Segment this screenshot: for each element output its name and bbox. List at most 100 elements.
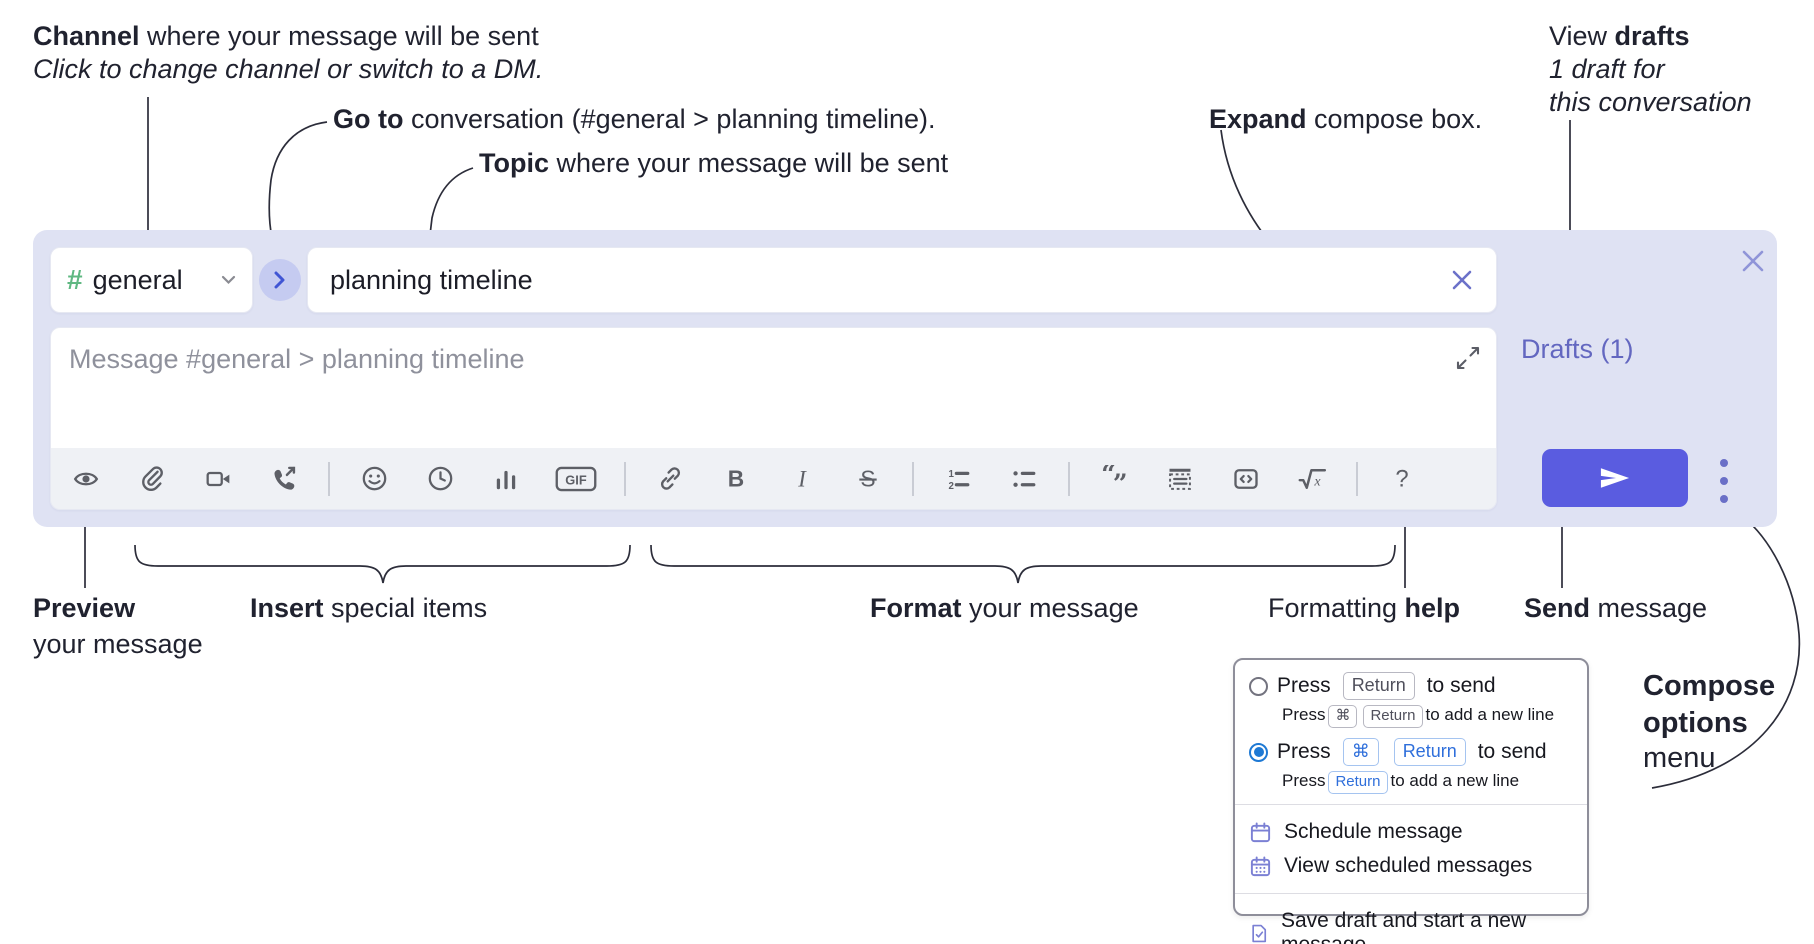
bulleted-list-button[interactable]: [1002, 462, 1046, 496]
send-button[interactable]: [1542, 449, 1688, 507]
radio-unselected-icon[interactable]: [1249, 676, 1268, 696]
menu-item-schedule-message[interactable]: Schedule message: [1235, 815, 1587, 849]
annotation-channel-sub: Click to change channel or switch to a D…: [33, 54, 544, 84]
menu-item-view-scheduled[interactable]: View scheduled messages: [1235, 849, 1587, 883]
annotation-expand-bold: Expand: [1209, 104, 1307, 134]
menu-item-label: Schedule message: [1284, 820, 1463, 843]
phone-call-icon: [274, 466, 296, 490]
code-block-button[interactable]: [1224, 462, 1268, 496]
annotation-format-bold: Format: [870, 593, 962, 623]
annotation-channel: Channel where your message will be sent: [33, 20, 539, 53]
svg-text:?: ?: [1395, 465, 1408, 492]
svg-text:B: B: [728, 465, 744, 491]
expand-icon[interactable]: [1456, 346, 1480, 370]
recent-button[interactable]: [418, 462, 462, 496]
italic-icon: I: [797, 466, 807, 491]
chevron-down-icon: [221, 275, 236, 285]
formula-button[interactable]: x: [1290, 462, 1334, 496]
gif-button[interactable]: GIF: [550, 462, 602, 496]
channel-name: general: [92, 264, 183, 295]
svg-text:”: ”: [1113, 468, 1128, 492]
annotation-goto-bold: Go to: [333, 104, 404, 134]
option1-suffix: to send: [1426, 674, 1496, 697]
bulleted-list-icon: [1013, 470, 1036, 487]
annotation-send-bold: Send: [1524, 593, 1591, 623]
video-camera-icon: [206, 471, 229, 486]
annotation-format: Format your message: [870, 592, 1139, 625]
quote-icon: “ ”: [1101, 465, 1128, 493]
toolbar-separator: [1068, 461, 1070, 496]
strikethrough-button[interactable]: S: [846, 462, 890, 496]
topic-value: planning timeline: [330, 264, 533, 295]
formatting-help-button[interactable]: ?: [1380, 462, 1424, 496]
audio-call-button[interactable]: [262, 462, 306, 496]
menu-item-save-draft[interactable]: Save draft and start a new message: [1235, 904, 1587, 944]
clear-topic-icon[interactable]: [1450, 268, 1474, 292]
draft-check-icon: [1252, 924, 1267, 942]
annotation-format-rest: your message: [961, 593, 1139, 623]
annotation-help-bold: help: [1404, 593, 1461, 623]
topic-connector-line: [429, 167, 474, 239]
gif-icon: GIF: [555, 466, 597, 491]
question-mark-icon: ?: [1395, 465, 1408, 492]
goto-conversation-button[interactable]: [259, 259, 301, 301]
annotation-drafts-line2: 1 draft for: [1549, 54, 1665, 84]
annotation-preview-bold: Preview: [33, 593, 136, 623]
preview-button[interactable]: [64, 462, 108, 496]
link-button[interactable]: [648, 462, 692, 496]
svg-text:I: I: [797, 466, 807, 491]
annotation-send: Send message: [1524, 592, 1707, 625]
goto-connector-line: [268, 121, 328, 239]
emoji-button[interactable]: [352, 462, 396, 496]
bar-chart-icon: [496, 470, 516, 489]
annotation-goto-rest: conversation (#general > planning timeli…: [403, 104, 936, 134]
kbd-return-blue: Return: [1328, 771, 1388, 794]
annotation-channel-bold: Channel: [33, 21, 140, 51]
dot-icon: [1720, 459, 1728, 467]
channel-hash-icon: #: [67, 264, 83, 295]
video-clip-button[interactable]: [196, 462, 240, 496]
toolbar-separator: [912, 461, 914, 496]
channel-selector[interactable]: # general: [50, 247, 253, 313]
option2-suffix: to send: [1477, 740, 1547, 763]
eye-icon: [73, 472, 99, 485]
annotation-insert: Insert special items: [250, 592, 487, 625]
toolbar-separator: [328, 461, 330, 496]
italic-button[interactable]: I: [780, 462, 824, 496]
kbd-return: Return: [1342, 672, 1415, 700]
drafts-link[interactable]: Drafts (1): [1521, 334, 1634, 364]
topic-input[interactable]: planning timeline: [307, 247, 1497, 313]
close-icon[interactable]: [1740, 248, 1766, 274]
link-icon: [660, 467, 680, 490]
annotation-preview-line2: your message: [33, 629, 203, 659]
radio-selected-icon[interactable]: [1249, 742, 1268, 762]
dot-icon: [1720, 495, 1728, 503]
emoji-smiley-icon: [362, 466, 386, 491]
ordered-list-button[interactable]: 1 2: [936, 462, 980, 496]
attach-button[interactable]: [130, 462, 174, 496]
annotation-drafts-line3: this conversation: [1549, 87, 1752, 117]
blockquote-button[interactable]: “ ”: [1092, 462, 1136, 496]
insert-brace: [134, 544, 631, 584]
dashed-block-icon: [1169, 468, 1191, 490]
bold-button[interactable]: B: [714, 462, 758, 496]
calendar-dots-icon: [1250, 855, 1271, 876]
toolbar-separator: [624, 461, 626, 496]
compose-options-button[interactable]: [1716, 459, 1732, 503]
annotation-insert-bold: Insert: [250, 593, 324, 623]
svg-text:GIF: GIF: [565, 472, 587, 487]
kbd-cmd-blue: ⌘: [1342, 738, 1379, 766]
annotation-topic-rest: where your message will be sent: [549, 148, 949, 178]
code-snippet-button[interactable]: [1158, 462, 1202, 496]
sqrt-icon: x: [1298, 468, 1327, 489]
annotation-help-pre: Formatting: [1268, 593, 1405, 623]
calendar-icon: [1250, 821, 1271, 842]
poll-button[interactable]: [484, 462, 528, 496]
annotation-expand-rest: compose box.: [1306, 104, 1483, 134]
annotation-topic: Topic where your message will be sent: [479, 147, 948, 180]
